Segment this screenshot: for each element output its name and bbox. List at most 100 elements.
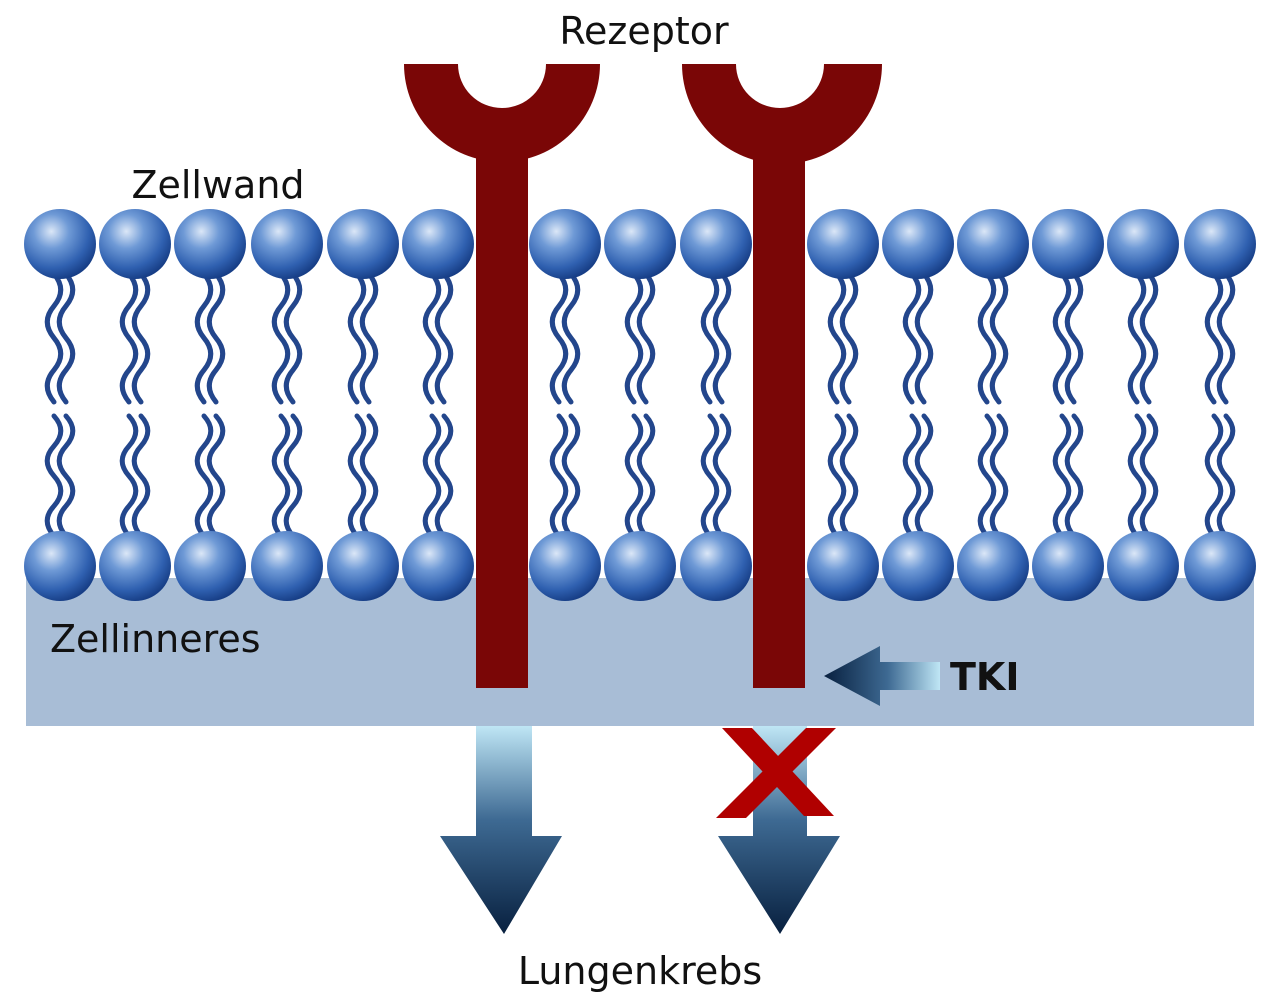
inhibitor-label: TKI [950,655,1020,699]
lipid-tail [119,271,139,405]
lipid-head [529,531,601,601]
lipid-tail [422,413,442,539]
lipid-head [402,209,474,279]
lipid-tail [1052,271,1072,405]
phospholipid [604,209,676,601]
cell-interior-label: Zellinneres [50,617,261,661]
lipid-tail [989,413,1009,539]
lipid-tail [1204,271,1224,405]
lipid-tail [827,413,847,539]
receptor-stem [753,138,805,688]
lipid-head [807,209,879,279]
lipid-tail [359,271,379,405]
lipid-tail [1216,271,1236,405]
lipid-tail [914,271,934,405]
phospholipid [1184,209,1256,601]
phospholipid [807,209,879,601]
phospholipid [24,209,96,601]
lipid-head [680,209,752,279]
lipid-head [1107,531,1179,601]
lipid-tail [44,271,64,405]
lipid-head [24,531,96,601]
lipid-head [604,531,676,601]
lipid-head [24,209,96,279]
lipid-tail [271,413,291,539]
lipid-tail [56,271,76,405]
receptor-binding-cup [682,64,882,164]
lipid-tail [44,413,64,539]
phospholipid [680,209,752,601]
receptor-binding-cup [404,64,600,162]
lipid-head [327,531,399,601]
lipid-tail [131,271,151,405]
phospholipid [1032,209,1104,601]
lipid-tail [700,271,720,405]
lipid-tail [434,271,454,405]
lipid-head [882,531,954,601]
lipid-tail [131,413,151,539]
lipid-tail [119,413,139,539]
lipid-head [174,531,246,601]
cell-interior-region [26,578,1254,726]
down-arrow-icon [718,726,840,934]
lipid-tail [434,413,454,539]
lipid-tail [624,271,644,405]
lipid-tail [636,413,656,539]
lipid-tail [1127,413,1147,539]
lipid-tail [1064,413,1084,539]
lipid-head [327,209,399,279]
lipid-head [882,209,954,279]
phospholipid [251,209,323,601]
lipid-head [99,209,171,279]
lipid-tail [902,271,922,405]
lipid-tail [1052,413,1072,539]
phospholipid [174,209,246,601]
lipid-tail [636,271,656,405]
lipid-tail [283,271,303,405]
lipid-tail [206,413,226,539]
cell-wall-label: Zellwand [131,163,304,207]
phospholipid [882,209,954,601]
lipid-head [251,209,323,279]
lipid-tail [700,413,720,539]
lipid-tail [1139,271,1159,405]
lipid-head [251,531,323,601]
lipid-tail [712,271,732,405]
outcome-label: Lungenkrebs [518,949,762,993]
lipid-tail [1139,413,1159,539]
lipid-tail [977,413,997,539]
phospholipid [957,209,1029,601]
lipid-tail [827,271,847,405]
x-mark-icon [716,728,836,818]
lipid-tail [1064,271,1084,405]
lipid-tail [206,271,226,405]
lipid-tail [914,413,934,539]
lipid-head [957,209,1029,279]
lipid-tail [561,271,581,405]
receptor-stem [476,138,528,688]
phospholipid [1107,209,1179,601]
lipid-tail [347,413,367,539]
lipid-tail [977,271,997,405]
lipid-head [529,209,601,279]
lipid-tail [839,271,859,405]
lipid-tail [271,271,291,405]
lipid-tail [712,413,732,539]
left-arrow-icon [824,646,940,706]
lipid-head [680,531,752,601]
lipid-tail [347,271,367,405]
lipid-head [1107,209,1179,279]
down-arrow-icon [440,726,562,934]
lipid-head [957,531,1029,601]
lipid-tail [283,413,303,539]
lipid-tail [624,413,644,539]
lipid-head [1032,531,1104,601]
lipid-tail [359,413,379,539]
lipid-head [99,531,171,601]
lipid-tail [1204,413,1224,539]
lipid-head [402,531,474,601]
lipid-tail [549,413,569,539]
lipid-head [1032,209,1104,279]
lipid-head [604,209,676,279]
